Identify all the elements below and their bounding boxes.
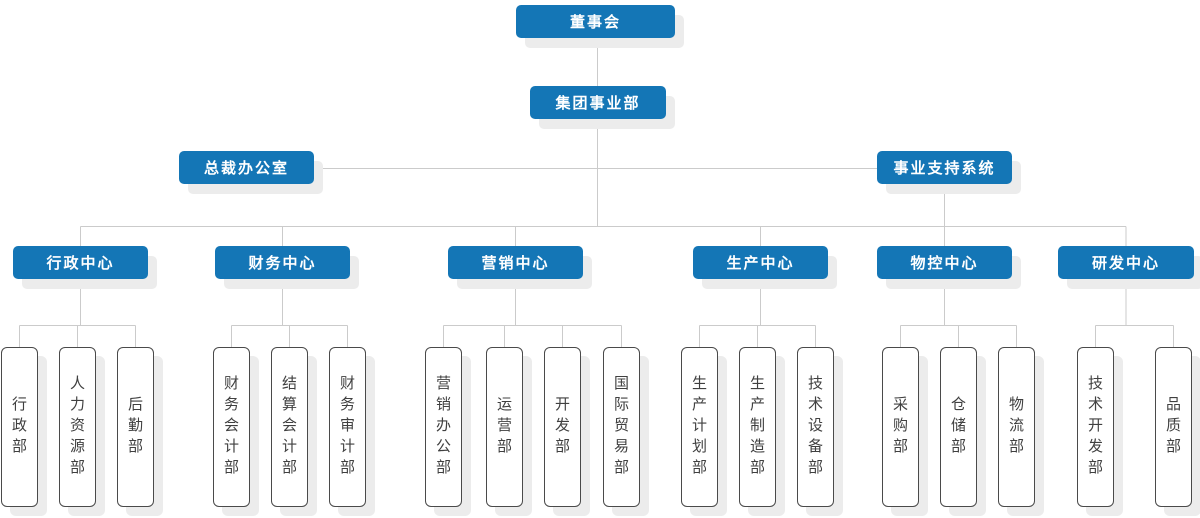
org-node-department: 技术开发部 (1077, 347, 1114, 507)
org-node-department: 生产制造部 (739, 347, 776, 507)
org-node-department: 物流部 (998, 347, 1035, 507)
org-node-department: 财务审计部 (329, 347, 366, 507)
org-node-department: 人力资源部 (59, 347, 96, 507)
org-node-department: 技术设备部 (797, 347, 834, 507)
org-node-department: 营销办公部 (425, 347, 462, 507)
org-node-group-division: 集团事业部 (530, 86, 666, 119)
org-node-department: 品质部 (1155, 347, 1192, 507)
org-node-center-finance: 财务中心 (215, 246, 350, 279)
org-node-center-material-control: 物控中心 (877, 246, 1012, 279)
org-node-center-rnd: 研发中心 (1058, 246, 1194, 279)
org-node-department: 后勤部 (117, 347, 154, 507)
org-node-department: 采购部 (882, 347, 919, 507)
org-node-department: 结算会计部 (271, 347, 308, 507)
org-node-department: 行政部 (1, 347, 38, 507)
org-node-center-production: 生产中心 (693, 246, 828, 279)
org-node-center-admin: 行政中心 (13, 246, 148, 279)
org-node-department: 国际贸易部 (603, 347, 640, 507)
org-node-department: 生产计划部 (681, 347, 718, 507)
org-node-center-marketing: 营销中心 (448, 246, 583, 279)
org-node-support-system: 事业支持系统 (877, 151, 1012, 184)
org-node-department: 开发部 (544, 347, 581, 507)
org-node-department: 仓储部 (940, 347, 977, 507)
org-node-board: 董事会 (516, 5, 675, 38)
org-node-president-office: 总裁办公室 (179, 151, 314, 184)
org-node-department: 财务会计部 (213, 347, 250, 507)
org-node-department: 运营部 (486, 347, 523, 507)
